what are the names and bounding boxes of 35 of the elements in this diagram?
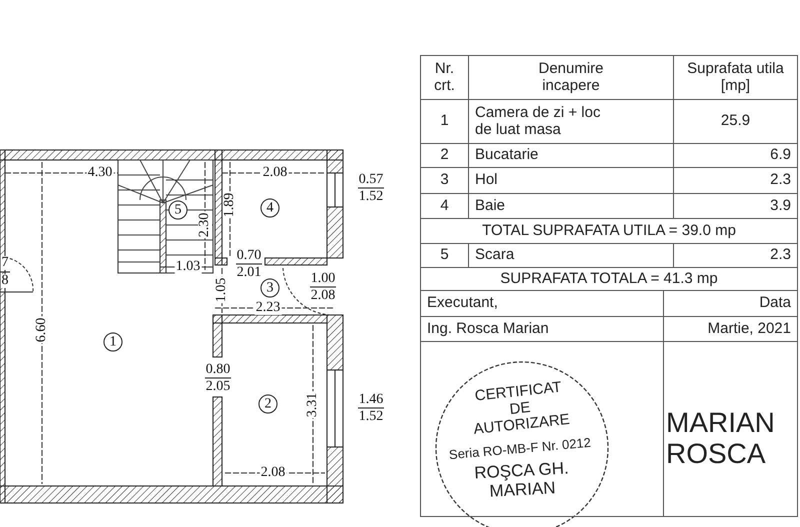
room-number: 2 — [258, 394, 278, 414]
dimension-label: 8 — [0, 274, 10, 288]
table-cell: Denumire incapere — [468, 56, 674, 100]
table-cell: Data — [664, 290, 798, 316]
dimension-label: 2.30 — [198, 212, 212, 238]
room-number: 4 — [260, 198, 280, 218]
signature-text: MARIAN ROSCA — [666, 408, 776, 470]
table-cell: Ing. Rosca Marian — [420, 316, 664, 342]
table-cell: Martie, 2021 — [664, 316, 798, 342]
table-cell: SUPRAFATA TOTALA = 41.3 mp — [420, 268, 798, 290]
room-number: 5 — [168, 200, 188, 220]
dimension-label: 2.23 — [254, 301, 282, 315]
table-cell: 5 — [420, 244, 468, 268]
room-number: 3 — [260, 278, 280, 298]
table-cell: TOTAL SUPRAFATA UTILA = 39.0 mp — [420, 218, 798, 244]
dimension-label: 1.03 — [174, 260, 202, 274]
table-cell: 1 — [420, 100, 468, 144]
table-cell: Bucatarie — [468, 144, 674, 168]
table-cell: Camera de zi + loc de luat masa — [468, 100, 674, 144]
dimension-label: 7 — [0, 256, 10, 270]
room-number: 1 — [104, 332, 122, 352]
table-cell: 2.3 — [674, 168, 798, 194]
table-cell: Executant, — [420, 290, 664, 316]
table-cell: Suprafata utila [mp] — [674, 56, 798, 100]
table-cell: Hol — [468, 168, 674, 194]
table-cell: Nr. crt. — [420, 56, 468, 100]
table-cell: 2.3 — [674, 244, 798, 268]
table-cell: 3.9 — [674, 194, 798, 218]
table-cell: 3 — [420, 168, 468, 194]
table-cell: 4 — [420, 194, 468, 218]
table-cell: Scara — [468, 244, 674, 268]
table-cell: 25.9 — [674, 100, 798, 144]
table-cell: 6.9 — [674, 144, 798, 168]
table-cell: 2 — [420, 144, 468, 168]
table-cell: Baie — [468, 194, 674, 218]
